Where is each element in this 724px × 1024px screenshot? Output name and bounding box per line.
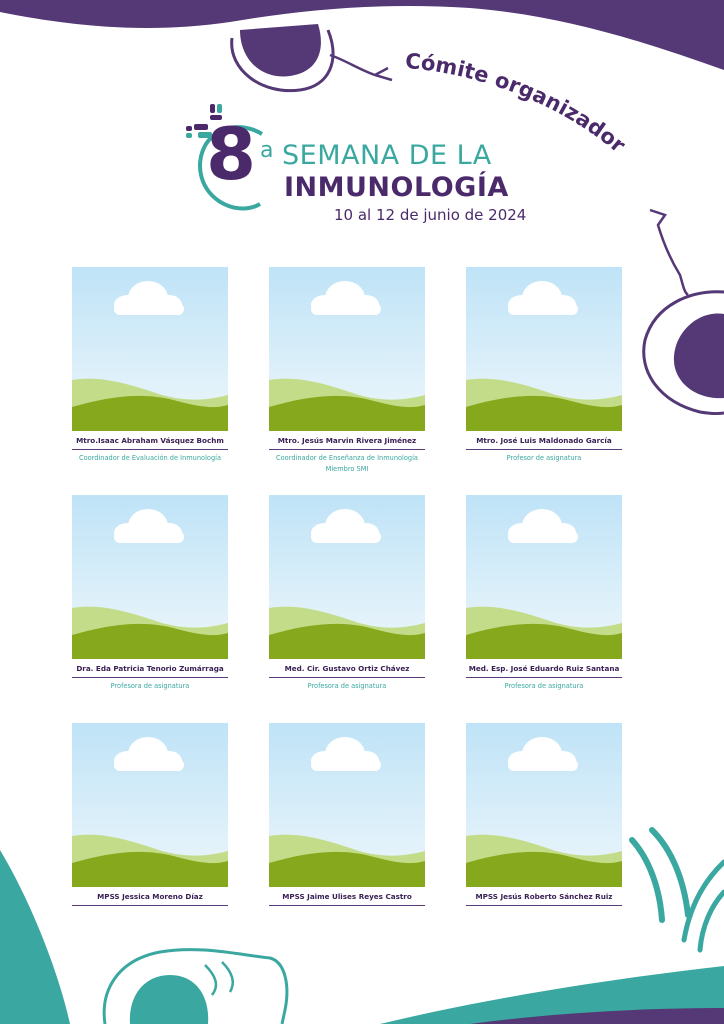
name-divider: [269, 905, 425, 906]
hill-dark: [466, 623, 622, 659]
bottom-cell-nucleus: [129, 975, 209, 1024]
edition-suffix: a: [260, 138, 274, 163]
member-card: Mtro. José Luis Maldonado García Profeso…: [466, 267, 624, 464]
photo-placeholder: [466, 267, 622, 431]
edition-number: 8: [206, 112, 257, 196]
cloud-icon: [114, 737, 184, 771]
photo-placeholder: [72, 267, 228, 431]
photo-placeholder: [269, 723, 425, 887]
bottom-right-teal-wave: [380, 966, 724, 1024]
name-divider: [269, 449, 425, 450]
hill-dark: [466, 395, 622, 431]
member-name: MPSS Jessica Moreno Díaz: [97, 892, 203, 901]
member-name: MPSS Jaime Ulises Reyes Castro: [282, 892, 412, 901]
hill-dark: [72, 395, 228, 431]
photo-placeholder: [466, 495, 622, 659]
member-name: Med. Esp. José Eduardo Ruiz Santana: [468, 664, 620, 673]
hill-dark: [72, 851, 228, 887]
tentacle-3: [681, 859, 724, 943]
member-card: MPSS Jessica Moreno Díaz: [72, 723, 230, 909]
right-cell-outline: [642, 290, 724, 416]
member-card: Dra. Eda Patricia Tenorio Zumárraga Prof…: [72, 495, 230, 692]
name-divider: [269, 677, 425, 678]
cloud-icon: [311, 281, 381, 315]
cloud-icon: [508, 281, 578, 315]
tentacle-1: [629, 837, 665, 923]
name-divider: [466, 677, 622, 678]
name-divider: [466, 905, 622, 906]
hill-dark: [466, 851, 622, 887]
name-divider: [72, 677, 228, 678]
cloud-icon: [114, 281, 184, 315]
bottom-right-purple-sliver: [470, 1008, 724, 1024]
top-cell-outline: [230, 29, 335, 93]
bottom-left-teal-wave: [0, 850, 70, 1024]
hill-dark: [72, 623, 228, 659]
name-divider: [72, 449, 228, 450]
member-name: Mtro. José Luis Maldonado García: [476, 436, 612, 445]
member-card: MPSS Jesús Roberto Sánchez Ruiz: [466, 723, 624, 909]
hill-dark: [269, 623, 425, 659]
right-cell-nucleus: [673, 313, 724, 399]
cloud-icon: [508, 509, 578, 543]
name-divider: [72, 905, 228, 906]
photo-placeholder: [269, 267, 425, 431]
event-title-line2: INMUNOLOGÍA: [284, 172, 509, 203]
event-dates: 10 al 12 de junio de 2024: [334, 206, 527, 224]
photo-placeholder: [466, 723, 622, 887]
event-title-line1: SEMANA DE LA: [282, 140, 492, 171]
member-name: Mtro. Jesús Marvin Rivera Jiménez: [277, 436, 417, 445]
cloud-icon: [114, 509, 184, 543]
photo-placeholder: [72, 495, 228, 659]
hill-dark: [269, 851, 425, 887]
member-role: Profesora de asignatura: [110, 682, 190, 690]
member-card: Med. Esp. José Eduardo Ruiz Santana Prof…: [466, 495, 624, 692]
top-cell-nucleus: [240, 24, 321, 77]
bottom-cell-tail: [204, 961, 234, 996]
member-role: Profesor de asignatura: [506, 454, 582, 462]
name-divider: [466, 449, 622, 450]
tentacle-2: [649, 827, 691, 918]
member-name: Dra. Eda Patricia Tenorio Zumárraga: [76, 664, 224, 673]
member-card: MPSS Jaime Ulises Reyes Castro: [269, 723, 427, 909]
tentacle-4: [697, 889, 724, 953]
cloud-icon: [311, 737, 381, 771]
member-card: Mtro.Isaac Abraham Vásquez Bochm Coordin…: [72, 267, 230, 464]
member-name: Mtro.Isaac Abraham Vásquez Bochm: [76, 436, 224, 445]
right-cell-tail: [649, 208, 689, 296]
logo-arc: [198, 125, 264, 211]
top-purple-wave: [0, 0, 724, 70]
member-role: Profesora de asignatura: [504, 682, 584, 690]
cloud-icon: [508, 737, 578, 771]
bottom-cell-outline: [102, 948, 289, 1024]
member-role: Profesora de asignatura: [307, 682, 387, 690]
member-role-secondary: Miembro SMI: [325, 465, 369, 473]
logo-mark: [186, 104, 264, 211]
member-role: Coordinador de Evaluación de Inmunología: [79, 454, 221, 462]
photo-placeholder: [269, 495, 425, 659]
photo-placeholder: [72, 723, 228, 887]
hill-dark: [269, 395, 425, 431]
event-header: 8 a SEMANA DE LA INMUNOLOGÍA 10 al 12 de…: [180, 100, 560, 240]
cloud-icon: [311, 509, 381, 543]
top-cell-tail: [329, 53, 393, 82]
member-name: MPSS Jesús Roberto Sánchez Ruiz: [475, 892, 613, 901]
member-name: Med. Cir. Gustavo Ortiz Chávez: [284, 664, 410, 673]
member-card: Mtro. Jesús Marvin Rivera Jiménez Coordi…: [269, 267, 427, 475]
member-card: Med. Cir. Gustavo Ortiz Chávez Profesora…: [269, 495, 427, 692]
